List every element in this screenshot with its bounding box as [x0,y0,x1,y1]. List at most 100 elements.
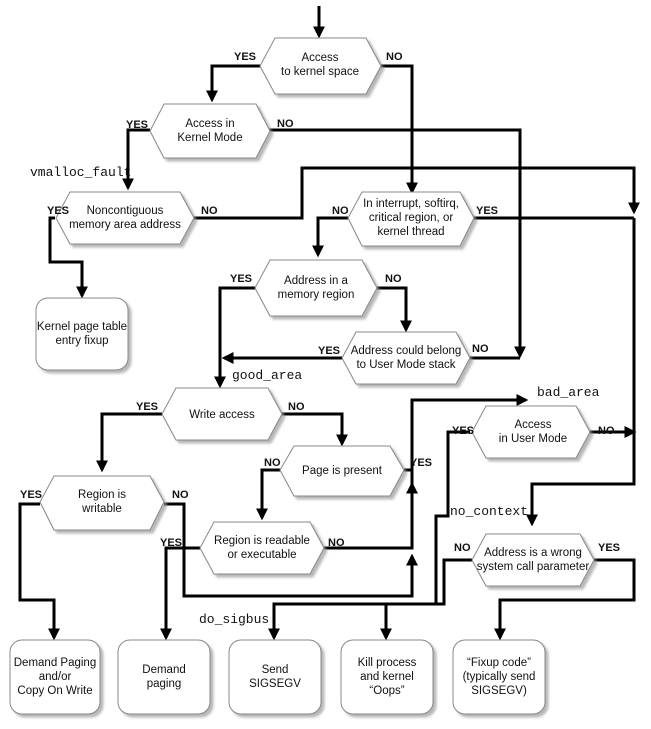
decision-noncontiguous: Noncontiguous memory area address [55,191,195,245]
edge-wrong-param-yes [494,558,636,641]
node-label: memory area address [69,219,181,231]
node-label: Access in [185,118,234,130]
no-label: NO [172,489,189,501]
node-label: Address in a [284,275,349,287]
yes-label: YES [20,489,42,501]
no-label: NO [288,401,305,413]
node-label: “Oops” [369,685,404,697]
node-label: (typically send [463,671,536,683]
outcome-send-sigsegv: Send SIGSEGV [228,639,322,715]
edge-region-writable-yes [18,502,60,641]
node-label: or executable [227,549,296,561]
no-label: NO [472,343,489,355]
node-label: Kill process [358,657,417,669]
decision-wrong-param: Address is a wrong system call parameter [471,533,595,587]
node-label: Page is present [302,465,383,477]
edge-memory-region-no [376,286,412,333]
node-label: writable [81,503,122,515]
no-label: NO [386,51,403,63]
edge-user-mode-yes [268,430,470,641]
edge-region-readable-no [322,481,418,550]
yes-label: YES [234,51,256,63]
node-label: critical region, or [369,212,454,224]
node-label: Copy On Write [17,685,92,697]
label-good-area: good_area [232,368,302,383]
node-label: and/or [39,671,72,683]
edge-write-access-no [282,412,348,447]
no-label: NO [264,457,281,469]
yes-label: YES [136,401,158,413]
node-label: memory region [278,289,355,301]
node-label: Address could belong [351,345,462,357]
decision-user-mode: Access in User Mode [471,405,591,459]
node-label: kernel thread [377,226,444,238]
yes-label: YES [452,425,474,437]
node-label: Send [262,664,289,676]
label-vmalloc-fault: vmalloc_fault [30,165,131,180]
yes-label: YES [410,457,432,469]
outcome-fixup-code: “Fixup code” (typically send SIGSEGV) [452,639,546,715]
no-label: NO [332,205,349,217]
decision-region-writable: Region is writable [39,475,165,531]
node-label: SIGSEGV) [471,685,527,697]
edge-kernel-mode-yes [122,128,150,191]
node-label: Access [514,419,551,431]
no-label: NO [328,537,345,549]
decision-page-present: Page is present [279,445,405,497]
decision-memory-region: Address in a memory region [254,259,378,317]
no-label: NO [598,425,615,437]
node-label: and kernel [360,671,414,683]
outcome-kernel-fixup: Kernel page table entry fixup [35,297,129,371]
edge-right-column [526,218,636,527]
no-label: NO [201,205,218,217]
node-label: Region is readable [214,535,310,547]
no-label: NO [385,273,402,285]
edges [18,6,640,641]
yes-label: YES [318,345,340,357]
node-label: Address is a wrong [484,547,582,559]
edge-interrupt-no [312,216,348,258]
decision-user-stack: Address could belong to User Mode stack [341,331,471,385]
yes-label: YES [230,273,252,285]
edge-write-access-yes [96,412,162,473]
no-label: NO [277,118,294,130]
node-label: in User Mode [499,433,567,445]
decision-interrupt: In interrupt, softirq, critical region, … [347,191,475,247]
edge-page-present-no [256,468,282,521]
yes-label: YES [126,119,148,131]
decision-kernel-mode: Access in Kernel Mode [149,103,271,159]
node-label: SIGSEGV [249,678,301,690]
node-label: Kernel page table [37,321,127,333]
yes-label: YES [160,537,182,549]
node-label: to kernel space [281,66,359,78]
label-do-sigbus: do_sigbus [199,612,269,627]
node-label: entry fixup [55,335,108,347]
decision-kernel-space: Access to kernel space [259,37,382,95]
edge-kernel-space-no [380,64,418,195]
edge-memory-region-yes [214,286,256,389]
edge-region-readable-yes [160,546,200,641]
outcome-kill-oops: Kill process and kernel “Oops” [340,639,434,715]
node-label: to User Mode stack [356,359,455,371]
node-label: system call parameter [477,561,590,573]
decision-region-readable: Region is readable or executable [199,521,325,575]
edge-region-writable-no [164,502,418,598]
node-label: Demand Paging [14,657,96,669]
edge-to-bad-area [410,394,529,512]
yes-label: YES [476,205,498,217]
decision-write-access: Write access [161,387,283,441]
edge-noncontiguous-yes [48,216,88,299]
node-label: Demand [142,664,185,676]
node-label: Write access [189,409,255,421]
node-label: Region is [78,489,126,501]
edge-wrong-param-no [380,558,472,641]
edge-kernel-space-yes [206,64,262,103]
outcome-demand-paging: Demand paging [117,639,211,715]
node-label: Noncontiguous [87,205,164,217]
edge-noncontiguous-no [190,166,640,220]
node-label: Kernel Mode [177,132,242,144]
node-label: Access [301,52,338,64]
yes-label: YES [598,542,620,554]
no-label: NO [454,542,471,554]
